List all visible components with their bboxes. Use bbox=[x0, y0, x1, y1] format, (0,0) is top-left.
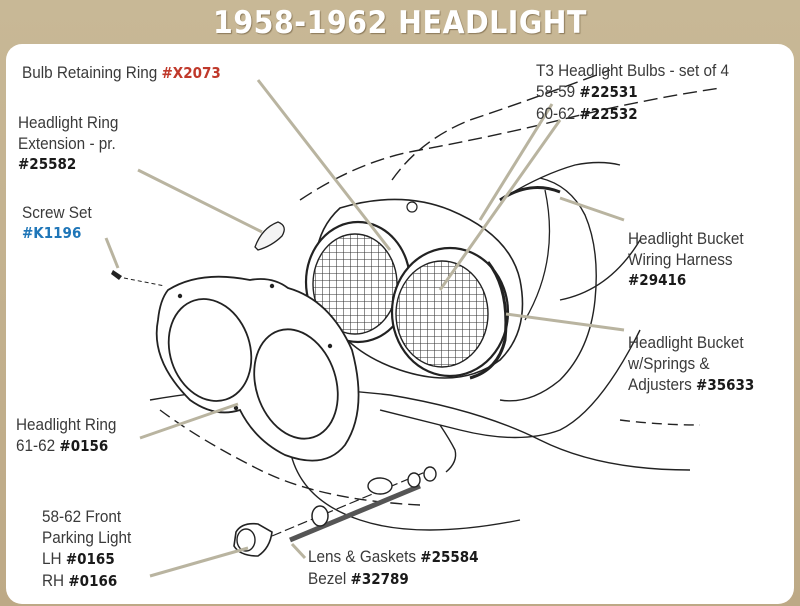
screw-part bbox=[111, 270, 166, 287]
lens-part-number-b: #32789 bbox=[350, 570, 409, 588]
parking-light-rh-part-number: #0166 bbox=[68, 572, 118, 590]
callout-bulbs: T3 Headlight Bulbs - set of 4 58-59 #225… bbox=[536, 60, 729, 125]
parking-light-rh-prefix: RH bbox=[42, 571, 65, 590]
parking-light-line2: Parking Light bbox=[42, 528, 132, 547]
screw-set-label: Screw Set bbox=[22, 203, 92, 222]
wiring-harness-line2: Wiring Harness bbox=[628, 250, 733, 269]
wiring-harness-line1: Headlight Bucket bbox=[628, 229, 744, 248]
parking-light-lh-part-number: #0165 bbox=[65, 550, 115, 568]
leader-lines bbox=[104, 79, 625, 578]
wiring-harness-part-number: #29416 bbox=[628, 271, 687, 289]
diagram-title: 1958-1962 HEADLIGHT bbox=[213, 5, 587, 41]
parking-light-line1: 58-62 Front bbox=[42, 507, 122, 526]
ring-extension-part bbox=[254, 221, 285, 251]
bucket-line1: Headlight Bucket bbox=[628, 333, 744, 352]
callout-screw-set: Screw Set #K1196 bbox=[22, 202, 92, 244]
ring-extension-part-number: #25582 bbox=[18, 155, 77, 173]
callout-ring-extension: Headlight Ring Extension - pr. #25582 bbox=[18, 112, 118, 175]
bucket-line3-prefix: Adjusters bbox=[628, 375, 692, 394]
callout-parking-light: 58-62 Front Parking Light LH #0165 RH #0… bbox=[42, 506, 131, 592]
headlight-ring-line1: Headlight Ring bbox=[16, 415, 117, 434]
headlight-bulb-right bbox=[390, 246, 510, 380]
callout-bucket: Headlight Bucket w/Springs & Adjusters #… bbox=[628, 332, 754, 396]
bucket-part-number: #35633 bbox=[696, 376, 755, 394]
headlight-ring-part-number: #0156 bbox=[59, 437, 109, 455]
callout-headlight-ring: Headlight Ring 61-62 #0156 bbox=[16, 414, 116, 457]
headlight-ring-line2-prefix: 61-62 bbox=[16, 436, 56, 455]
callout-lens: Lens & Gaskets #25584 Bezel #32789 bbox=[308, 546, 479, 590]
bulbs-line2-prefix: 58-59 bbox=[536, 82, 576, 101]
bucket-line2: w/Springs & bbox=[628, 354, 710, 373]
bulbs-part-number-a: #22531 bbox=[579, 83, 638, 101]
lens-line1-prefix: Lens & Gaskets bbox=[308, 547, 417, 566]
lens-part-number-a: #25584 bbox=[420, 548, 479, 566]
headlight-ring-part bbox=[155, 275, 360, 462]
lens-line2-prefix: Bezel bbox=[308, 569, 347, 588]
bulbs-line1: T3 Headlight Bulbs - set of 4 bbox=[536, 61, 730, 80]
screw-set-part-number: #K1196 bbox=[22, 224, 82, 242]
parking-light-part bbox=[233, 466, 437, 557]
callout-wiring-harness: Headlight Bucket Wiring Harness #29416 bbox=[628, 228, 744, 291]
parking-light-lh-prefix: LH bbox=[42, 549, 62, 568]
retaining-ring-label: Bulb Retaining Ring bbox=[22, 63, 158, 82]
ring-extension-line2: Extension - pr. bbox=[18, 134, 116, 153]
callout-retaining-ring: Bulb Retaining Ring #X2073 bbox=[22, 62, 221, 84]
bulbs-part-number-b: #22532 bbox=[579, 105, 638, 123]
retaining-ring-part-number: #X2073 bbox=[161, 64, 221, 82]
ring-extension-line1: Headlight Ring bbox=[18, 113, 119, 132]
bulbs-line3-prefix: 60-62 bbox=[536, 104, 576, 123]
